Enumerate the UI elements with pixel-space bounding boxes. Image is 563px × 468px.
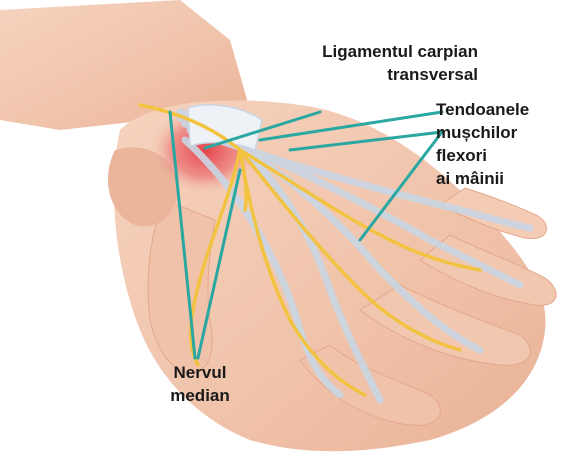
tendons-label: Tendoanele mușchilor flexori ai mâinii	[436, 98, 529, 190]
tendons-label-line-3: flexori	[436, 144, 529, 167]
tendons-label-line-4: ai mâinii	[436, 167, 529, 190]
nerve-label-line-2: median	[150, 384, 250, 407]
ligament-label-line-2: transversal	[268, 63, 478, 86]
nerve-label-line-1: Nervul	[150, 361, 250, 384]
tendons-label-line-2: mușchilor	[436, 121, 529, 144]
tendons-label-line-1: Tendoanele	[436, 98, 529, 121]
ligament-label-line-1: Ligamentul carpian	[268, 40, 478, 63]
ligament-label: Ligamentul carpian transversal	[268, 40, 478, 86]
nerve-label: Nervul median	[150, 361, 250, 407]
